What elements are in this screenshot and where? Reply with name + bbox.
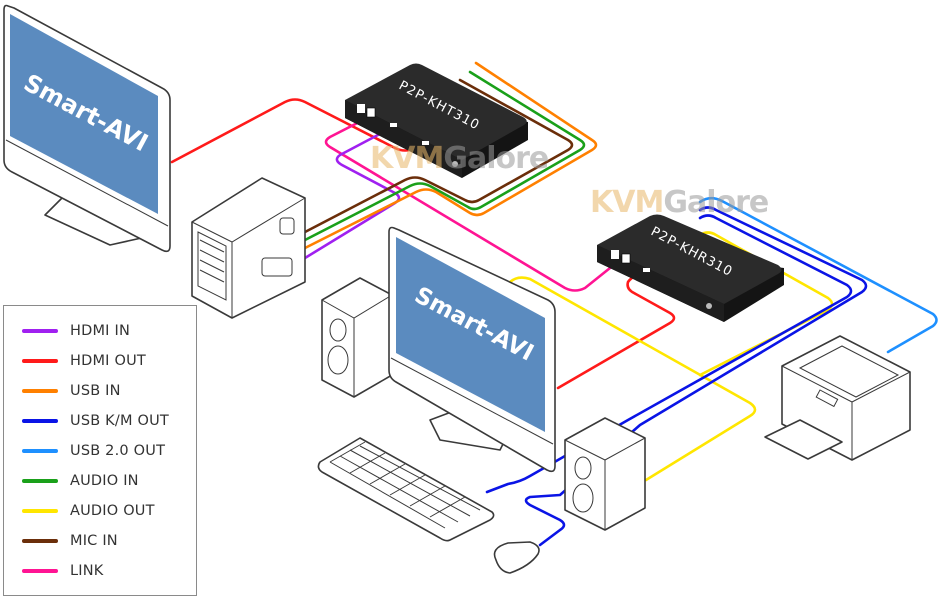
- fan-icon: [261, 257, 293, 277]
- legend-swatch: [22, 479, 58, 483]
- rj45-port-icon: [621, 253, 631, 264]
- rj45-port-icon: [366, 107, 376, 118]
- speaker-left: [321, 277, 393, 398]
- printer-display: [815, 389, 839, 408]
- hdmi-port-icon: [422, 141, 429, 145]
- legend-item-audio-in: AUDIO IN: [22, 471, 139, 491]
- hdmi-port-icon: [643, 268, 650, 272]
- legend-item-usb-km-out: USB K/M OUT: [22, 411, 169, 431]
- legend-label: HDMI OUT: [70, 353, 146, 369]
- legend-item-usb-20-out: USB 2.0 OUT: [22, 441, 165, 461]
- cable-usb-in: [303, 61, 598, 250]
- legend-label: USB 2.0 OUT: [70, 443, 166, 459]
- cable-usb20-out: [698, 196, 938, 354]
- legend-label: AUDIO OUT: [70, 503, 155, 519]
- legend-swatch: [22, 509, 58, 513]
- cables: [170, 61, 938, 547]
- legend-swatch: [22, 359, 58, 363]
- svg-text:KVMGalore: KVMGalore: [370, 141, 548, 176]
- watermark-galore: Galore: [663, 185, 768, 220]
- power-jack-icon: [706, 303, 712, 309]
- monitor-left: Smart-AVI: [3, 4, 171, 253]
- legend-swatch: [22, 389, 58, 393]
- watermark-kvm: KVM: [370, 141, 443, 176]
- fan-icon: [279, 217, 295, 235]
- power-jack-icon: [452, 161, 458, 167]
- watermark: KVMGalore KVMGalore: [370, 141, 769, 220]
- legend-item-usb-in: USB IN: [22, 381, 121, 401]
- legend-label: USB K/M OUT: [70, 413, 169, 429]
- legend-item-audio-out: AUDIO OUT: [22, 501, 155, 521]
- screen-left: [10, 14, 158, 214]
- cable-audio-out-a: [508, 276, 757, 482]
- usb-port-icon: [611, 250, 619, 259]
- usb-port-icon: [357, 104, 365, 113]
- cable-link: [324, 113, 627, 292]
- legend-item-hdmi-in: HDMI IN: [22, 321, 130, 341]
- watermark-kvm: KVM: [590, 185, 663, 220]
- pc-tower: [191, 177, 306, 319]
- legend-swatch: [22, 539, 58, 543]
- legend-label: LINK: [70, 563, 104, 579]
- legend-swatch: [22, 569, 58, 573]
- watermark-galore: Galore: [443, 141, 548, 176]
- cable-usb-km-out-b: [524, 206, 868, 547]
- legend-item-link: LINK: [22, 561, 104, 581]
- legend-label: MIC IN: [70, 533, 118, 549]
- legend: HDMI IN HDMI OUT USB IN USB K/M OUT USB …: [3, 305, 197, 596]
- legend-label: AUDIO IN: [70, 473, 139, 489]
- legend-label: USB IN: [70, 383, 121, 399]
- legend-swatch: [22, 419, 58, 423]
- legend-swatch: [22, 449, 58, 453]
- receiver-extender: P2P-KHR310: [597, 214, 784, 322]
- speaker-right: [564, 417, 646, 531]
- legend-label: HDMI IN: [70, 323, 130, 339]
- svg-text:KVMGalore: KVMGalore: [590, 185, 768, 220]
- cable-audio-in: [303, 70, 586, 242]
- keyboard: [317, 437, 495, 542]
- screen-right: [396, 237, 545, 432]
- printer: [764, 335, 911, 461]
- hdmi-port-icon: [390, 123, 397, 127]
- legend-item-hdmi-out: HDMI OUT: [22, 351, 146, 371]
- cable-usb-km-out-a: [485, 214, 853, 494]
- cable-mic-in: [303, 78, 574, 234]
- legend-item-mic-in: MIC IN: [22, 531, 118, 551]
- monitor-right: Smart-AVI: [388, 226, 556, 473]
- transmitter-extender: P2P-KHT310: [345, 63, 528, 178]
- mouse: [493, 541, 540, 574]
- legend-swatch: [22, 329, 58, 333]
